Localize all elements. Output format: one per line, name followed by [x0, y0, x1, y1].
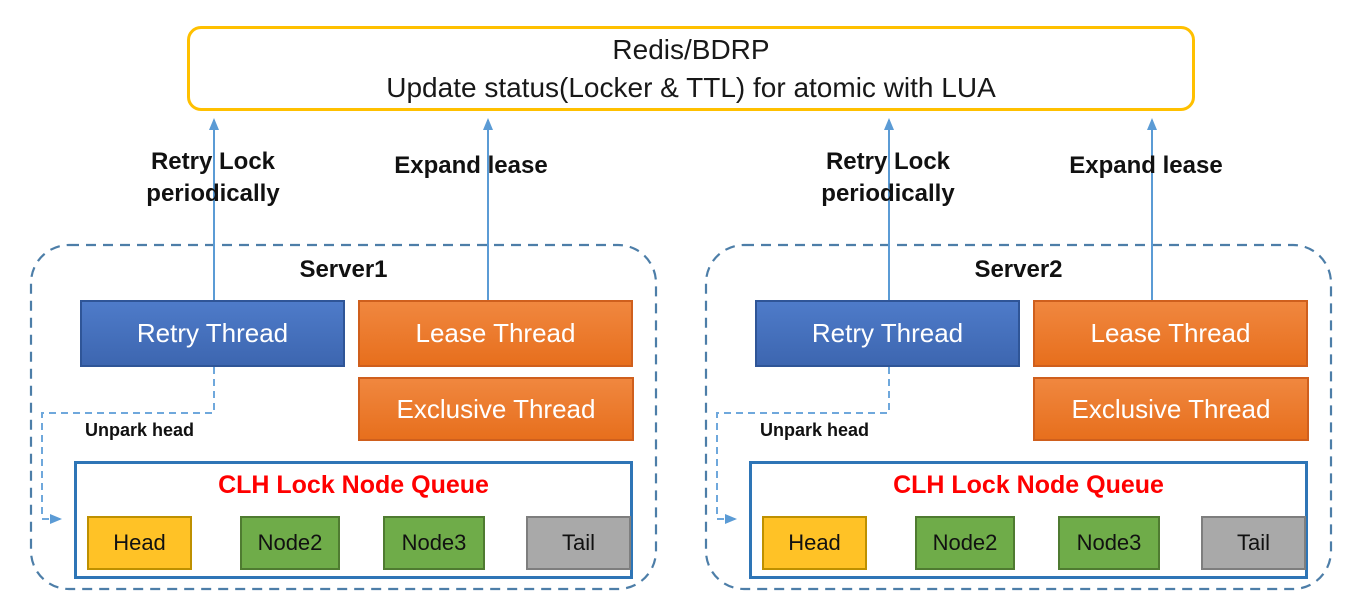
expand-lease-label-1: Expand lease — [394, 152, 548, 179]
queue-node-tail-1: Tail — [526, 516, 631, 570]
server1-title: Server1 — [299, 256, 388, 283]
server2-title: Server2 — [974, 256, 1063, 283]
expand-lease-label-2: Expand lease — [1069, 152, 1223, 179]
queue-node-head-2: Head — [762, 516, 867, 570]
server2-container: Server2 Retry Thread Lease Thread Exclus… — [705, 244, 1332, 590]
queue-node-node2-1: Node2 — [240, 516, 340, 570]
redis-subtitle: Update status(Locker & TTL) for atomic w… — [386, 71, 996, 103]
exclusive-thread-box-1: Exclusive Thread — [358, 377, 634, 441]
exclusive-thread-box-2: Exclusive Thread — [1033, 377, 1309, 441]
retry-lock-label-2: Retry Lock periodically — [821, 148, 955, 207]
retry-lock-label-1: Retry Lock periodically — [146, 148, 280, 207]
queue-node-tail-2: Tail — [1201, 516, 1306, 570]
clh-queue-box-1: CLH Lock Node Queue Head Node2 Node3 Tai… — [74, 461, 633, 579]
redis-title: Redis/BDRP — [612, 33, 770, 65]
retry-thread-box-2: Retry Thread — [755, 300, 1020, 367]
clh-queue-title-1: CLH Lock Node Queue — [218, 471, 489, 499]
queue-node-node3-1: Node3 — [383, 516, 485, 570]
unpark-head-label-2: Unpark head — [760, 420, 870, 440]
lease-thread-box-2: Lease Thread — [1033, 300, 1308, 367]
queue-node-node3-2: Node3 — [1058, 516, 1160, 570]
lease-thread-box-1: Lease Thread — [358, 300, 633, 367]
queue-node-node2-2: Node2 — [915, 516, 1015, 570]
queue-node-head-1: Head — [87, 516, 192, 570]
retry-thread-box-1: Retry Thread — [80, 300, 345, 367]
unpark-head-label-1: Unpark head — [85, 420, 195, 440]
clh-queue-title-2: CLH Lock Node Queue — [893, 471, 1164, 499]
clh-queue-box-2: CLH Lock Node Queue Head Node2 Node3 Tai… — [749, 461, 1308, 579]
server1-container: Server1 Retry Thread Lease Thread Exclus… — [30, 244, 657, 590]
redis-box: Redis/BDRP Update status(Locker & TTL) f… — [187, 26, 1195, 111]
